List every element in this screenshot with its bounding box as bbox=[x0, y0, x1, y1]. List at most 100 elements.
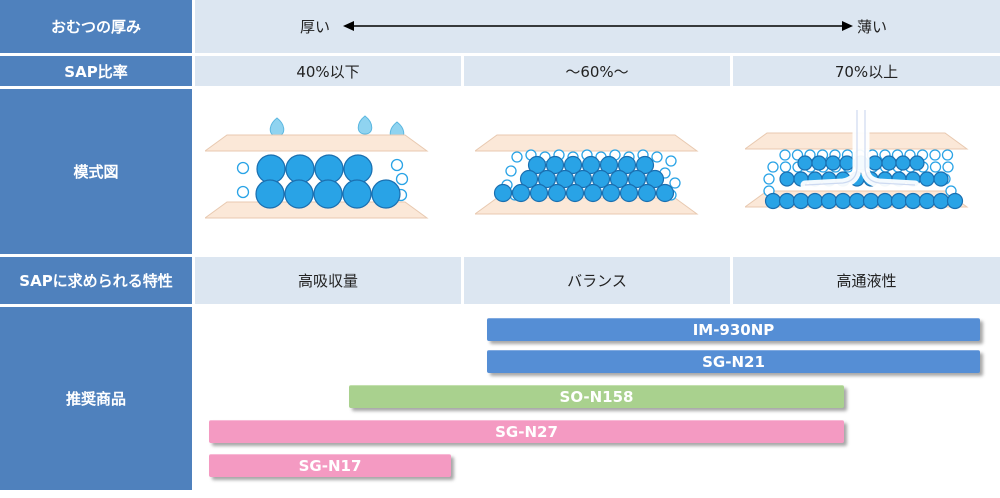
sap-particle bbox=[635, 155, 655, 175]
product-bar-sg-n17: SG-N17 bbox=[209, 454, 451, 477]
sap-particle bbox=[314, 154, 344, 184]
sap-particle bbox=[839, 155, 855, 171]
pulp-fiber bbox=[236, 161, 250, 175]
sap-particle bbox=[511, 183, 531, 203]
sap-particle bbox=[904, 192, 922, 210]
thin-label: 薄い bbox=[857, 18, 888, 36]
sap-particle bbox=[342, 179, 372, 209]
sap-particle bbox=[933, 171, 949, 187]
pulp-fiber bbox=[779, 149, 791, 161]
sap-particle bbox=[778, 192, 796, 210]
sap-particle bbox=[655, 183, 675, 203]
pulp-fiber bbox=[929, 149, 941, 161]
sap-particle bbox=[834, 192, 852, 210]
sap-particle bbox=[285, 154, 315, 184]
sap-particle bbox=[797, 155, 813, 171]
thick-label: 厚い bbox=[300, 18, 331, 36]
product-bar-im-930np: IM-930NP bbox=[487, 318, 980, 341]
sap-particle bbox=[529, 183, 549, 203]
pulp-fiber bbox=[669, 177, 681, 189]
pulp-fiber bbox=[767, 161, 779, 173]
sap-particle bbox=[946, 192, 964, 210]
sap-particle bbox=[645, 169, 665, 189]
pulp-fiber bbox=[779, 161, 792, 173]
water-drop-icon bbox=[269, 117, 285, 137]
row-header-sap-ratio: SAP比率 bbox=[0, 56, 192, 86]
sap-particle bbox=[565, 183, 585, 203]
sap-particle bbox=[881, 155, 897, 171]
sap-particle bbox=[792, 192, 810, 210]
sap-ratio-mid: ～60%～ bbox=[464, 56, 730, 86]
pulp-fiber bbox=[395, 172, 409, 186]
top-sheet bbox=[205, 134, 429, 152]
pulp-fiber bbox=[942, 161, 954, 173]
sap-particle bbox=[563, 155, 583, 175]
product-bar-sg-n21: SG-N21 bbox=[487, 350, 980, 373]
sap-particle bbox=[581, 155, 601, 175]
sap-particle bbox=[617, 155, 637, 175]
sap-particle bbox=[609, 169, 629, 189]
pulp-fiber bbox=[236, 185, 250, 199]
sap-particle bbox=[627, 169, 647, 189]
product-bar-sg-n27: SG-N27 bbox=[209, 420, 844, 443]
sap-particle bbox=[806, 192, 824, 210]
liquid-flow-outline bbox=[804, 110, 916, 186]
sap-particle bbox=[284, 179, 314, 209]
row-header-products: 推奨商品 bbox=[0, 307, 192, 490]
water-drop-icon bbox=[357, 115, 373, 135]
sap-particle bbox=[537, 169, 557, 189]
top-sheet bbox=[475, 134, 699, 152]
sap-particle bbox=[825, 155, 841, 171]
sap-particle bbox=[555, 169, 575, 189]
sap-particle bbox=[890, 192, 908, 210]
pulp-fiber bbox=[929, 161, 942, 173]
sap-particle bbox=[820, 192, 838, 210]
sap-particle bbox=[573, 169, 593, 189]
row-header-properties: SAPに求められる特性 bbox=[0, 257, 192, 304]
product-bar-so-n158: SO-N158 bbox=[349, 385, 844, 408]
sap-particle bbox=[919, 171, 935, 187]
sap-particle bbox=[764, 192, 782, 210]
sap-particle bbox=[862, 192, 880, 210]
pulp-fiber bbox=[390, 158, 404, 172]
sap-particle bbox=[527, 155, 547, 175]
pulp-fiber bbox=[505, 165, 517, 177]
sap-particle bbox=[591, 169, 611, 189]
sap-particle bbox=[637, 183, 657, 203]
pulp-fiber bbox=[651, 151, 663, 163]
model-diagram-high-permeability bbox=[745, 105, 969, 210]
pulp-fiber bbox=[511, 151, 523, 163]
sap-particle bbox=[867, 155, 883, 171]
sap-particle bbox=[493, 183, 513, 203]
sap-particle bbox=[583, 183, 603, 203]
sap-particle bbox=[895, 155, 911, 171]
pulp-fiber bbox=[665, 155, 677, 167]
sap-particle bbox=[601, 183, 621, 203]
sap-particle bbox=[547, 183, 567, 203]
property-balance: バランス bbox=[464, 257, 730, 304]
sap-particle bbox=[909, 155, 925, 171]
model-diagram-high-absorption bbox=[205, 115, 429, 219]
sap-particle bbox=[619, 183, 639, 203]
sap-ratio-high: 70%以上 bbox=[733, 56, 1000, 86]
sap-ratio-low: 40%以下 bbox=[195, 56, 461, 86]
pulp-fiber bbox=[941, 149, 954, 161]
sap-particle bbox=[932, 192, 950, 210]
sap-particle bbox=[256, 154, 286, 184]
sap-particle bbox=[918, 192, 936, 210]
thickness-arrow bbox=[343, 21, 853, 31]
sap-particle bbox=[545, 155, 565, 175]
sap-particle bbox=[599, 155, 619, 175]
pulp-fiber bbox=[763, 173, 775, 185]
model-diagram-balance bbox=[475, 134, 699, 215]
sap-particle bbox=[519, 169, 539, 189]
property-high-absorption: 高吸収量 bbox=[195, 257, 461, 304]
row-header-model: 模式図 bbox=[0, 89, 192, 254]
sap-particle bbox=[848, 192, 866, 210]
sap-particle bbox=[343, 154, 373, 184]
property-high-permeability: 高通液性 bbox=[733, 257, 1000, 304]
sap-particle bbox=[811, 155, 827, 171]
thickness-cell: 厚い 薄い bbox=[195, 0, 1000, 53]
row-header-thickness: おむつの厚み bbox=[0, 0, 192, 53]
